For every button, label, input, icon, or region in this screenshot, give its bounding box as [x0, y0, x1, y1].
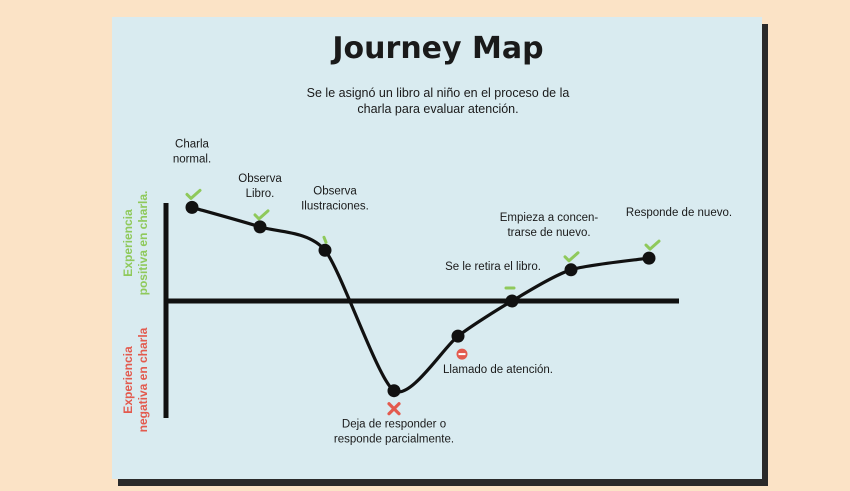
- tick-icon: [322, 235, 328, 244]
- positive-axis-label-line-2: positiva en charla.: [136, 191, 150, 296]
- point-label: normal.: [173, 153, 211, 165]
- point-label: responde parcialmente.: [334, 434, 454, 446]
- point-label: trarse de nuevo.: [507, 227, 590, 239]
- journey-line: [190, 205, 651, 394]
- check-icon: [185, 188, 202, 200]
- point-label: Observa: [238, 173, 282, 185]
- subtitle-line-1: Se le asignó un libro al niño en el proc…: [307, 86, 570, 100]
- negative-axis-label-line-2: negativa en charla: [136, 327, 150, 432]
- negative-axis-label: Experiencia negativa en charla: [121, 327, 150, 432]
- point-dot: [387, 384, 401, 398]
- point-label: Charla: [175, 138, 209, 150]
- check-icon: [644, 239, 661, 251]
- axis-labels: Experiencia positiva en charla. Experien…: [121, 191, 150, 433]
- page-title: Journey Map: [330, 31, 543, 66]
- negative-axis-label-line-1: Experiencia: [121, 346, 135, 414]
- check-icon: [563, 251, 580, 263]
- subtitle-line-2: charla para evaluar atención.: [357, 102, 518, 116]
- point-label: Se le retira el libro.: [445, 261, 541, 273]
- minus-circle-icon: [456, 348, 468, 360]
- cross-icon: [387, 402, 401, 416]
- point-dot: [185, 200, 199, 214]
- point-dot: [505, 294, 519, 308]
- point-empieza-concentrarse: Empieza a concen-trarse de nuevo.: [500, 212, 599, 277]
- point-dot: [318, 243, 332, 257]
- point-label: Observa: [313, 185, 357, 197]
- point-label: Llamado de atención.: [443, 364, 553, 376]
- point-dot: [253, 220, 267, 234]
- positive-axis-label-line-1: Experiencia: [121, 209, 135, 277]
- point-label: Deja de responder o: [342, 419, 446, 431]
- point-label: Responde de nuevo.: [626, 207, 732, 219]
- point-responde-de-nuevo: Responde de nuevo.: [626, 207, 732, 265]
- point-dot: [564, 263, 578, 277]
- check-icon: [253, 209, 270, 221]
- point-label: Empieza a concen-: [500, 212, 599, 224]
- point-dot: [451, 329, 465, 343]
- positive-axis-label: Experiencia positiva en charla.: [121, 191, 150, 296]
- paper-sheet: [112, 17, 762, 479]
- point-label: Ilustraciones.: [301, 200, 369, 212]
- point-se-retira-libro: Se le retira el libro.: [445, 261, 541, 308]
- point-dot: [642, 251, 656, 265]
- point-llamado-de-atencion: Llamado de atención.: [443, 329, 553, 376]
- journey-points: Charlanormal.ObservaLibro.ObservaIlustra…: [173, 138, 732, 445]
- point-charla-normal: Charla normal.: [173, 138, 211, 214]
- point-label: Libro.: [246, 188, 275, 200]
- point-deja-de-responder: Deja de responder o responde parcialmente…: [334, 384, 454, 446]
